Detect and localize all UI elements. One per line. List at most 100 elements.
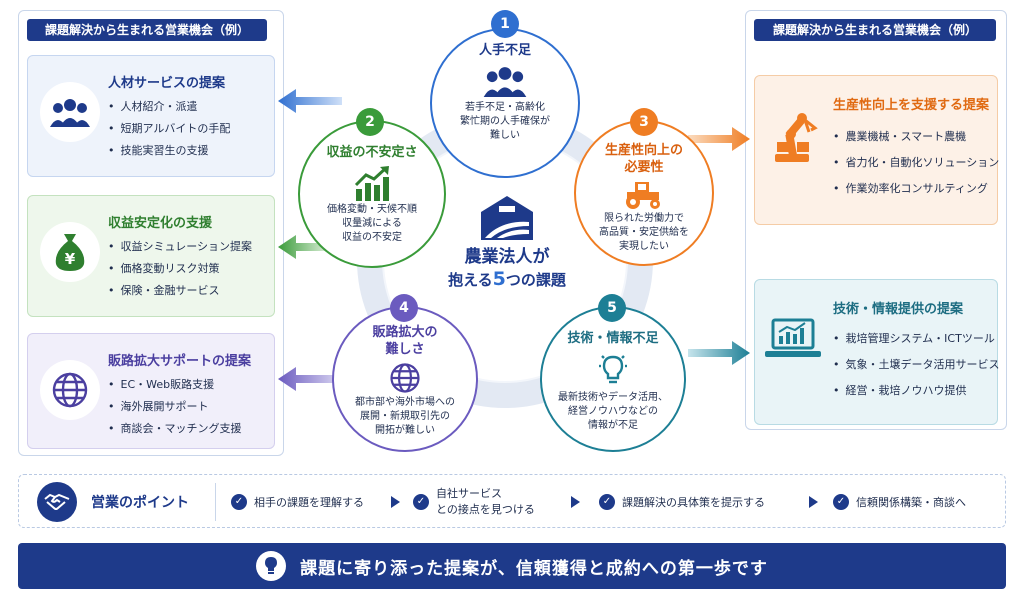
list-item: 海外展開サポート	[108, 396, 242, 418]
issue-desc-line: 限られた労働力で	[604, 213, 684, 224]
step-text: 課題解決の具体策を提示する	[622, 496, 765, 509]
list-item: 技能実習生の支援	[108, 140, 230, 162]
money-bag-icon: ¥	[40, 222, 100, 282]
center-title-line2: 抱える5つの課題	[432, 268, 582, 291]
footer-message: 課題に寄り添った提案が、信頼獲得と成約への第一歩です	[300, 558, 768, 579]
issue-number-badge: 5	[598, 294, 626, 322]
point-step-4: ✓信頼関係構築・商談へ	[833, 494, 966, 510]
step-text: との接点を見つける	[436, 503, 535, 516]
check-icon: ✓	[231, 494, 247, 510]
point-step-2: ✓ 自社サービスとの接点を見つける	[413, 486, 535, 518]
issue-number-badge: 4	[390, 294, 418, 322]
list-item: 作業効率化コンサルティング	[833, 176, 999, 202]
step-arrow-icon	[391, 496, 400, 508]
issue-desc-line: 経営ノウハウなどの	[568, 406, 658, 417]
list-item: 商談会・マッチング支援	[108, 418, 242, 440]
point-step-1: ✓ 相手の課題を理解する	[231, 494, 364, 510]
step-arrow-icon	[809, 496, 818, 508]
farm-house-icon	[481, 196, 533, 240]
list-item: 短期アルバイトの手配	[108, 118, 231, 140]
card-sales-channel-list: EC・Web販路支援 海外展開サポート 商談会・マッチング支援	[108, 374, 242, 440]
card-staffing: 人材サービスの提案 人材紹介・派遣 短期アルバイトの手配 技能実習生の支援	[27, 55, 275, 177]
card-productivity-title: 生産性向上を支援する提案	[833, 98, 990, 113]
issue-title: 生産性向上の	[604, 143, 683, 158]
right-panel-header: 課題解決から生まれる営業機会（例）	[754, 19, 996, 41]
issue-node-3: 3 生産性向上の 必要性 限られた労働力で 高品質・安定供給を 実現したい	[574, 108, 714, 266]
list-item: 気象・土壌データ活用サービス	[833, 352, 1000, 378]
card-revenue-list: 収益シミュレーション提案 価格変動リスク対策 保険・金融サービス	[108, 236, 253, 302]
right-opportunity-panel: 課題解決から生まれる営業機会（例） 生産性向上を支援する提案 農業機械・スマート…	[745, 10, 1007, 430]
center-title-num: 5	[492, 268, 506, 290]
people-icon	[40, 82, 100, 142]
issue-desc-line: 収益の不安定	[342, 232, 402, 243]
check-icon: ✓	[833, 494, 849, 510]
center-hub: 農業法人が 抱える5つの課題	[432, 192, 582, 312]
arrow-to-tech-info	[688, 341, 750, 365]
card-productivity: 生産性向上を支援する提案 農業機械・スマート農機 省力化・自動化ソリューション …	[754, 75, 1000, 225]
issue-node-5: 5 技術・情報不足 最新技術やデータ活用、 経営ノウハウなどの 情報が不足	[540, 294, 686, 452]
people-icon	[483, 67, 527, 97]
issue-desc-line: 難しい	[490, 130, 520, 141]
points-divider	[215, 483, 216, 521]
issue-desc-line: 最新技術やデータ活用、	[558, 392, 668, 403]
issue-desc-line: 実現したい	[619, 241, 669, 252]
card-tech-info-title: 技術・情報提供の提案	[833, 302, 964, 317]
list-item: 栽培管理システム・ICTツール	[833, 326, 1000, 352]
card-staffing-title: 人材サービスの提案	[108, 76, 226, 91]
check-icon: ✓	[413, 494, 429, 510]
sales-points-label: 営業のポイント	[91, 495, 189, 511]
issue-node-4: 4 販路拡大の 難しさ 都市部や海外市場への 展開・新規取引先の 開拓が難しい	[332, 294, 478, 452]
issue-desc-line: 都市部や海外市場への	[355, 397, 455, 408]
card-staffing-list: 人材紹介・派遣 短期アルバイトの手配 技能実習生の支援	[108, 96, 231, 162]
issue-number-badge: 2	[356, 108, 384, 136]
issue-title: 難しさ	[385, 342, 425, 357]
card-sales-channel-title: 販路拡大サポートの提案	[108, 354, 252, 369]
point-step-3: ✓ 課題解決の具体策を提示する	[599, 494, 765, 510]
arrow-to-productivity	[688, 127, 750, 151]
issue-title: 技術・情報不足	[567, 331, 659, 346]
sales-points-bar: 営業のポイント ✓ 相手の課題を理解する ✓ 自社サービスとの接点を見つける ✓ 課…	[18, 474, 1006, 528]
issue-desc-line: 情報が不足	[588, 420, 638, 431]
globe-icon	[390, 363, 420, 393]
list-item: 人材紹介・派遣	[108, 96, 230, 118]
issue-number-badge: 1	[491, 10, 519, 38]
issue-title: 収益の不安定さ	[326, 145, 418, 160]
robot-arm-icon	[769, 104, 819, 164]
card-revenue: ¥ 収益安定化の支援 収益シミュレーション提案 価格変動リスク対策 保険・金融サ…	[27, 195, 275, 317]
issue-title: 販路拡大の	[372, 325, 438, 340]
issue-desc-line: 価格変動・天候不順	[327, 204, 417, 215]
globe-icon	[40, 360, 100, 420]
list-item: 経営・栽培ノウハウ提供	[833, 378, 1000, 404]
step-text: 相手の課題を理解する	[254, 496, 364, 509]
card-productivity-list: 農業機械・スマート農機 省力化・自動化ソリューション 作業効率化コンサルティング	[833, 124, 1000, 202]
svg-text:¥: ¥	[65, 250, 76, 268]
left-opportunity-panel: 課題解決から生まれる営業機会（例） 人材サービスの提案 人材紹介・派遣 短期アル…	[18, 10, 284, 456]
footer-banner: 課題に寄り添った提案が、信頼獲得と成約への第一歩です	[18, 543, 1006, 589]
issue-number-badge: 3	[630, 108, 658, 136]
list-item: 農業機械・スマート農機	[833, 124, 999, 150]
list-item: 保険・金融サービス	[108, 280, 252, 302]
left-panel-header: 課題解決から生まれる営業機会（例）	[27, 19, 267, 41]
card-sales-channel: 販路拡大サポートの提案 EC・Web販路支援 海外展開サポート 商談会・マッチン…	[27, 333, 275, 449]
list-item: 収益シミュレーション提案	[108, 236, 253, 258]
laptop-chart-icon	[765, 318, 821, 362]
arrow-to-sales-channel	[278, 367, 342, 391]
issue-node-2: 2 収益の不安定さ 価格変動・天候不順 収量減による 収益の不安定	[298, 108, 446, 268]
center-title-b: つの課題	[505, 271, 566, 289]
issue-desc-line: 若手不足・高齢化	[465, 102, 545, 113]
center-title-a: 抱える	[448, 271, 493, 289]
issue-desc-line: 展開・新規取引先の	[360, 411, 450, 422]
growth-chart-icon	[354, 166, 389, 201]
card-revenue-title: 収益安定化の支援	[108, 216, 213, 231]
issue-desc-line: 高品質・安定供給を	[599, 227, 689, 238]
issue-desc-line: 開拓が難しい	[375, 425, 435, 436]
step-arrow-icon	[571, 496, 580, 508]
arrow-to-staffing	[278, 89, 342, 113]
handshake-icon	[37, 482, 77, 522]
center-title-line1: 農業法人が	[464, 247, 550, 267]
check-icon: ✓	[599, 494, 615, 510]
tractor-icon	[626, 182, 660, 209]
issue-node-1: 1 人手不足 若手不足・高齢化 繁忙期の人手確保が 難しい	[430, 10, 580, 178]
arrow-to-revenue	[278, 235, 324, 259]
issue-desc-line: 収量減による	[342, 218, 402, 229]
